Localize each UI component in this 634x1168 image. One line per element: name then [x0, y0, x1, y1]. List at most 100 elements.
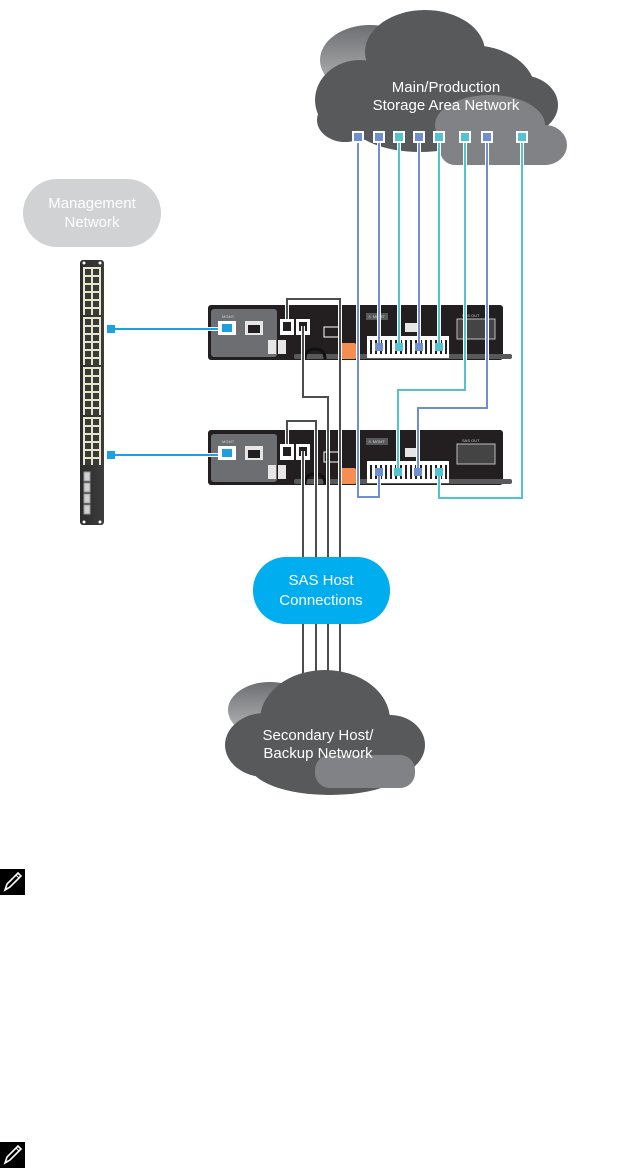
switch-port [93, 393, 99, 399]
fc-port-divider [370, 465, 372, 479]
storage-controller-0: MGMT ⚠ MGMT SAS OUT [208, 305, 512, 360]
switch-port [85, 343, 91, 349]
san-port-plug [395, 133, 403, 141]
release-handle [338, 468, 356, 484]
switch-port [85, 435, 91, 441]
mgmt-tag-label: ⚠ MGMT [368, 314, 385, 319]
switch-port [93, 343, 99, 349]
sas-host-label-line2: Connections [279, 592, 362, 609]
switch-port [93, 359, 99, 365]
switch-port [93, 277, 99, 283]
sas-out-ports [456, 318, 496, 340]
switch-port [93, 309, 99, 315]
switch-port [85, 301, 91, 307]
switch-port [85, 409, 91, 415]
fc-port-divider [405, 465, 407, 479]
switch-port [93, 435, 99, 441]
switch-port [93, 293, 99, 299]
switch-port [93, 327, 99, 333]
switch-port [85, 309, 91, 315]
mgmt-port-label: MGMT [222, 439, 235, 444]
fc-port-plug [435, 468, 443, 476]
fc-port-divider [430, 340, 432, 354]
ethernet-switch [80, 260, 104, 525]
fc-port-divider [390, 465, 392, 479]
san-port-plug [518, 133, 526, 141]
fc-port-divider [370, 340, 372, 354]
management-network-label-line1: Management [48, 195, 136, 212]
seven-seg-display [278, 465, 286, 479]
sas-port-0-plug [283, 447, 291, 456]
sas-host-connections-cloud: SAS Host Connections [253, 557, 390, 624]
fc-port-divider [410, 465, 412, 479]
switch-port [85, 319, 91, 325]
mgmt-port-label: MGMT [222, 314, 235, 319]
san-port-plug [415, 133, 423, 141]
switch-port [85, 419, 91, 425]
fc-port-divider [445, 340, 447, 354]
secondary-backup-cloud: Secondary Host/ Backup Network [225, 670, 425, 795]
switch-port [85, 351, 91, 357]
management-network-cloud: Management Network [23, 179, 161, 247]
switch-port [93, 419, 99, 425]
san-port-plug [461, 133, 469, 141]
fc-port-divider [430, 465, 432, 479]
fc-port-divider [390, 340, 392, 354]
san-port-plug [375, 133, 383, 141]
fc-port-plug [395, 343, 403, 351]
san-port-plug [354, 133, 362, 141]
fc-port-plug [415, 343, 423, 351]
switch-port [85, 293, 91, 299]
switch-port [85, 327, 91, 333]
note-pencil-icon [0, 869, 25, 895]
switch-port [93, 401, 99, 407]
network-cabling-diagram: Main/Production Storage Area Network Man… [23, 10, 567, 795]
switch-port [85, 385, 91, 391]
switch-port [85, 369, 91, 375]
sas-host-label-line1: SAS Host [288, 572, 354, 589]
switch-port [85, 285, 91, 291]
fc-port-divider [385, 465, 387, 479]
management-network-label-line2: Network [64, 214, 120, 231]
sas-cable [302, 326, 329, 692]
fc-port-divider [425, 340, 427, 354]
mini-display-port [405, 448, 419, 457]
mgmt-port-plug [222, 449, 232, 457]
switch-port [85, 401, 91, 407]
sas-port-0-plug [283, 322, 291, 331]
switch-sfp-port [83, 504, 91, 515]
switch-sfp-port [83, 493, 91, 504]
switch-port [85, 451, 91, 457]
switch-port [85, 393, 91, 399]
fc-port-plug [394, 468, 402, 476]
fc-port-divider [410, 340, 412, 354]
fc-port-plug [435, 343, 443, 351]
switch-port [93, 377, 99, 383]
fc-port-plug [375, 343, 383, 351]
fc-port-block [367, 336, 449, 358]
fc-cable [417, 138, 488, 474]
switch-port [93, 409, 99, 415]
switch-port [93, 443, 99, 449]
switch-port [93, 351, 99, 357]
switch-port [93, 427, 99, 433]
switch-port [93, 301, 99, 307]
switch-port [85, 459, 91, 465]
secondary-label-line1: Secondary Host/ [263, 727, 375, 744]
mgmt-tag [366, 438, 388, 445]
sas-out-label: SAS OUT [462, 313, 480, 318]
switch-port [85, 443, 91, 449]
switch-port [93, 451, 99, 457]
switch-port [93, 285, 99, 291]
switch-port [85, 359, 91, 365]
fc-port-divider [385, 340, 387, 354]
sas-out-ports [456, 443, 496, 465]
sas-cable [286, 420, 317, 692]
fc-cable [357, 138, 380, 498]
mgmt-tag-label: ⚠ MGMT [368, 439, 385, 444]
fc-port-divider [405, 340, 407, 354]
san-port-plug [483, 133, 491, 141]
service-ethernet-jack [248, 450, 260, 458]
switch-port [85, 277, 91, 283]
